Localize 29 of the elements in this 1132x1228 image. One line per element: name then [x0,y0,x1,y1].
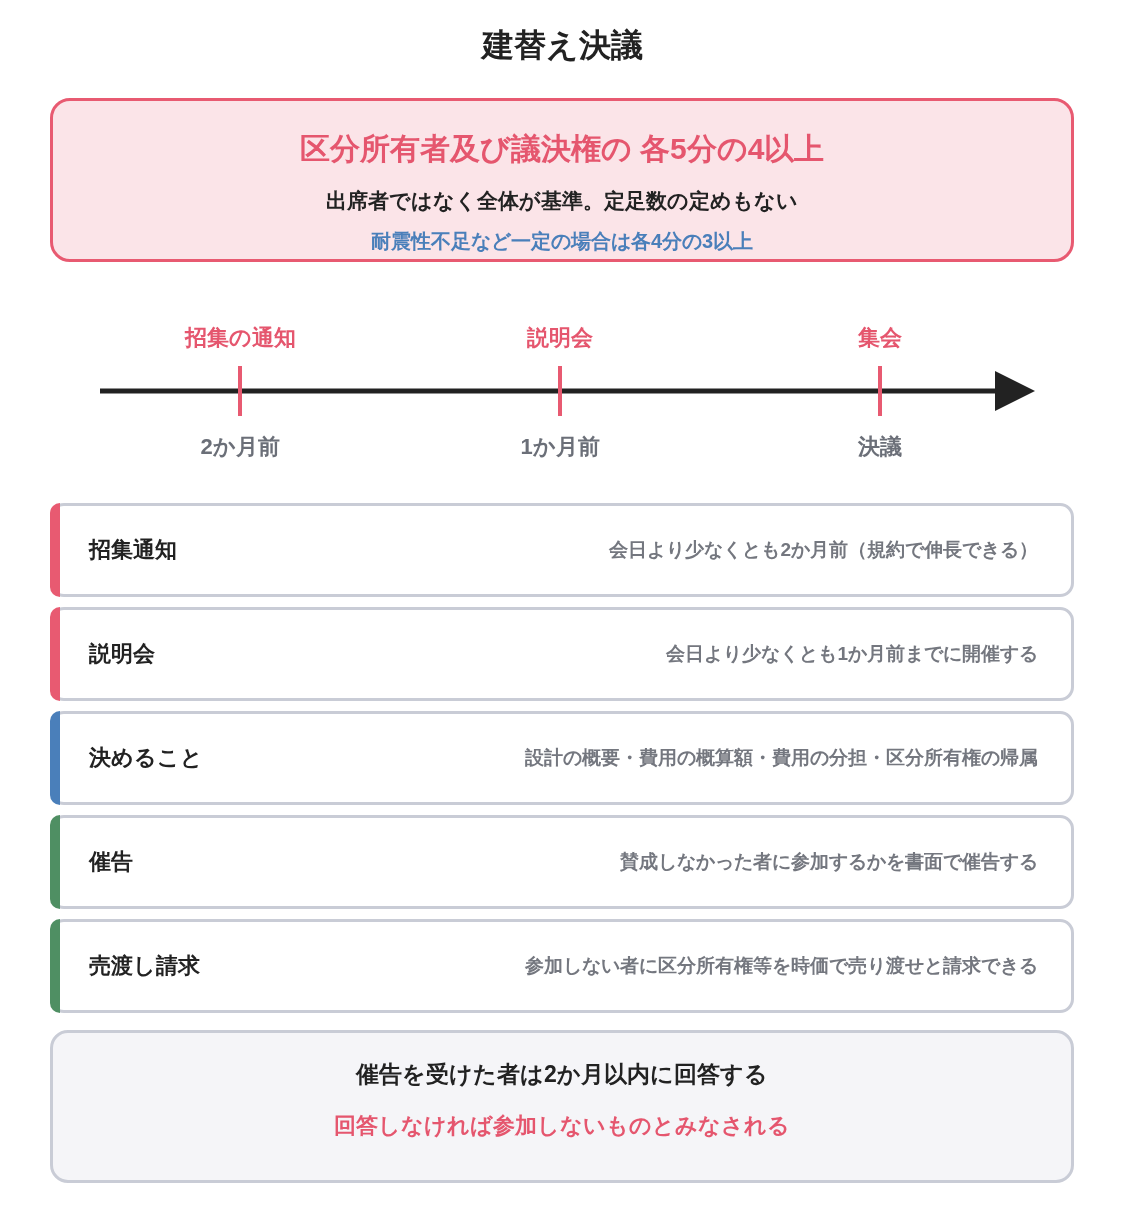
step-description: 参加しない者に区分所有権等を時価で売り渡せと請求できる [525,954,1038,978]
page-title: 建替え決議 [481,26,643,65]
step-card [50,503,1074,597]
step-description: 会日より少なくとも2か月前（規約で伸長できる） [609,538,1038,562]
highlight-box [50,98,1074,262]
banner-note: 耐震性不足など一定の場合は各4分の3以上 [370,229,754,254]
step-card [50,607,1074,701]
step-description: 会日より少なくとも1か月前までに開催する [666,642,1038,666]
step-title: 説明会 [89,640,155,668]
banner-heading: 区分所有者及び議決権の 各5分の4以上 [299,131,825,167]
step-title: 催告 [89,848,133,876]
step-title: 売渡し請求 [89,952,200,980]
note-heading: 催告を受けた者は2か月以内に回答する [356,1060,768,1089]
event-label: 集会 [858,324,902,352]
step-card [50,919,1074,1013]
step-description: 設計の概要・費用の概算額・費用の分担・区分所有権の帰属 [525,746,1038,770]
note-text: 回答しなければ参加しないものとみなされる [334,1112,790,1140]
step-title: 決めること [89,744,203,772]
event-label: 招集の通知 [184,324,296,352]
time-label: 1か月前 [520,433,600,461]
banner-text: 出席者ではなく全体が基準。定足数の定めもない [326,188,798,215]
time-label: 決議 [858,433,902,461]
step-description: 賛成しなかった者に参加するかを書面で催告する [620,850,1038,874]
note-box [50,1030,1074,1183]
step-title: 招集通知 [89,536,177,564]
step-card [50,711,1074,805]
step-card [50,815,1074,909]
event-label: 説明会 [527,324,593,352]
time-label: 2か月前 [200,433,280,461]
